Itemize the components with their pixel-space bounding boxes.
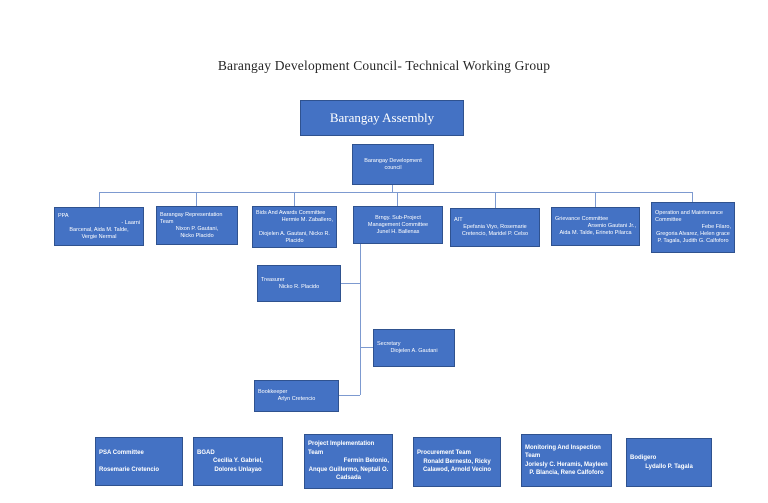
box-line: Team xyxy=(160,218,174,225)
box-line: Diojelen A. Gautani, Nicko R. xyxy=(259,230,330,237)
box-line: Lydallo P. Tagala xyxy=(645,463,693,470)
org-box-label: Barangay Assembly xyxy=(329,110,435,125)
connector-bus xyxy=(99,192,693,193)
org-box-barangay-assembly: Barangay Assembly xyxy=(300,100,464,136)
box-line: Dolores Unlayao xyxy=(214,466,262,473)
connector-bdc-stub xyxy=(392,185,393,192)
box-line: Barangay Representation xyxy=(160,211,223,218)
box-line: Placido xyxy=(285,237,304,244)
box-line: Epefania Viyo, Rosemarie xyxy=(463,224,527,230)
box-line: Procurement Team xyxy=(417,450,471,457)
connector-stub-grievance xyxy=(595,192,596,207)
box-line: Hermie M. Zaballero, xyxy=(281,216,333,223)
box-line: Febe Filaro, xyxy=(701,224,731,230)
box-line: Anque Guillermo, Neptali O. xyxy=(308,466,389,473)
box-line: - Laarni xyxy=(121,219,140,226)
box-line: Cadsada xyxy=(335,475,361,482)
connector-stub-oandm xyxy=(692,192,693,202)
box-line: Arlyn Cretencio xyxy=(277,396,316,402)
box-line: Secretary xyxy=(377,341,401,347)
box-line: Barangay Development xyxy=(364,157,422,164)
box-line xyxy=(256,224,333,231)
chart-title: Barangay Development Council- Technical … xyxy=(217,58,551,73)
box-line: Diojelen A. Gautani xyxy=(390,348,438,354)
box-line: Arsenio Gautani Jr., xyxy=(587,223,636,229)
box-line: Nicko R. Placido xyxy=(278,283,320,290)
box-line: Operation and Maintenance xyxy=(655,210,723,216)
connector-treasurer xyxy=(341,283,360,284)
box-line: Management Committee xyxy=(367,221,429,228)
box-line: council xyxy=(384,164,402,171)
box-line: Project Implementation Team xyxy=(308,441,375,456)
box-line: Fermin Belonio, xyxy=(343,458,389,465)
box-line: Monitoring And Inspection xyxy=(525,444,601,451)
box-line: Ronald Bernesto, Ricky xyxy=(423,458,491,465)
box-line: Aida M. Talde, Erineto Pilarca xyxy=(559,230,632,236)
box-line: Nicko Placido xyxy=(180,232,214,239)
box-line: Brngy. Sub-Project xyxy=(375,214,421,221)
box-line: P. Tagala, Judith G. Calfoforo xyxy=(657,238,729,244)
org-box-bgad: BGAD Cecilia Y. Gabriel,Dolores Unlayao xyxy=(193,437,283,486)
box-line: Bids And Awards Committee xyxy=(256,209,326,216)
box-line: Nixon P. Gautani, xyxy=(175,225,219,232)
connector-stub-representation xyxy=(196,192,197,206)
box-line: Rosemarie Cretencio xyxy=(99,466,160,473)
connector-stub-ppa xyxy=(99,192,100,207)
box-line: Junel H. Ballenas xyxy=(376,228,420,235)
connector-officers-spine xyxy=(360,244,361,395)
box-line: Team xyxy=(525,453,541,459)
org-box-psa-committee: PSA Committee Rosemarie Cretencio xyxy=(95,437,183,486)
box-line: Treasurer xyxy=(261,276,285,283)
box-line: Barcenal, Aida M. Talde, xyxy=(69,226,129,233)
connector-stub-bids xyxy=(294,192,295,206)
box-line: PSA Committee xyxy=(99,449,144,456)
box-line: AIT xyxy=(454,217,463,223)
box-line: PPA xyxy=(58,212,69,219)
connector-bookkeeper xyxy=(339,395,360,396)
box-line: BGAD xyxy=(197,449,215,456)
box-line: Committee xyxy=(655,217,682,223)
box-line: Joriesly C. Heramis, Mayleen xyxy=(525,461,608,468)
box-line: Vergie Nermal xyxy=(81,233,117,240)
box-line: Calawod, Arnold Vecino xyxy=(422,467,492,474)
box-line xyxy=(99,457,179,466)
box-line: Gregoria Alvarez, Helen grace xyxy=(656,231,730,237)
box-line: Bodigero xyxy=(630,455,657,461)
connector-secretary xyxy=(360,347,373,348)
box-line: Bookkeeper xyxy=(258,389,288,395)
connector-stub-subproject xyxy=(397,192,398,206)
connector-stub-ait xyxy=(495,192,496,208)
box-line: Cecilia Y. Gabriel, xyxy=(213,458,263,465)
box-line: Grievance Committee xyxy=(555,216,609,222)
box-line: P. Blancia, Rene Calfoforo xyxy=(529,470,604,476)
box-line: Cretencio, Maridel P. Celso xyxy=(461,231,529,237)
